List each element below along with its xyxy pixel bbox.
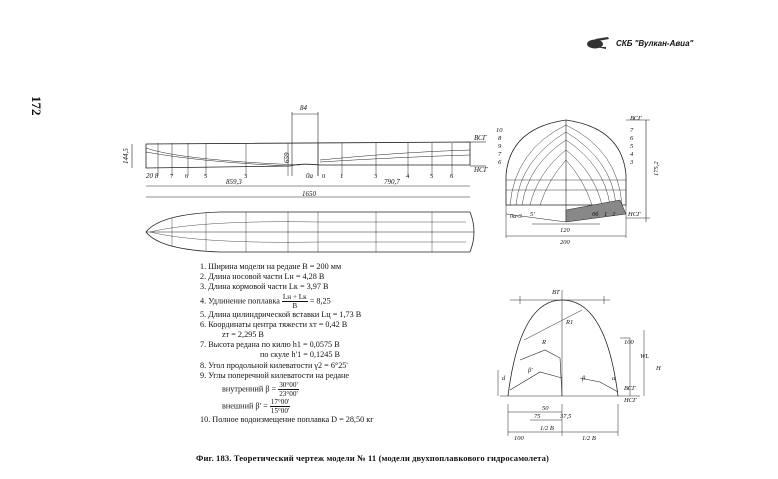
- spec-item-7b: по скуле h'1 = 0,1245 B: [260, 350, 340, 360]
- svg-text:4: 4: [406, 173, 410, 180]
- station-lines: [157, 143, 453, 176]
- side-waterline-4: [319, 154, 471, 163]
- svg-text:2: 2: [612, 211, 616, 218]
- svg-text:7: 7: [630, 127, 634, 134]
- svg-text:R1: R1: [565, 319, 573, 326]
- svg-text:1: 1: [340, 173, 343, 180]
- svg-text:WL: WL: [640, 353, 649, 360]
- svg-text:10: 10: [496, 127, 503, 134]
- aircraft-logo-icon: [587, 37, 609, 49]
- header-brand: СКБ "Вулкан-Авиа": [586, 36, 693, 50]
- dim-1752-label: 175,2: [653, 161, 660, 176]
- station-first-label: 20 8: [146, 172, 159, 180]
- x-zero-label: 0а: [306, 172, 314, 180]
- spec-item-9: 9. Углы поперечной килеватости на редане: [200, 370, 350, 380]
- svg-text:3: 3: [244, 173, 247, 180]
- svg-text:75: 75: [534, 413, 541, 420]
- spec-item-9b: внешний β' = 17°00'15°00': [222, 398, 291, 416]
- svg-text:7: 7: [170, 173, 174, 180]
- dim-84-label: 84: [300, 104, 308, 112]
- svg-text:0б: 0б: [592, 211, 599, 218]
- svg-text:5: 5: [430, 173, 433, 180]
- vsg-label: ВСГ: [474, 134, 488, 142]
- svg-text:1/2 B: 1/2 B: [582, 435, 596, 442]
- plan-station-lines: [171, 212, 433, 252]
- dim-200-label: 200: [560, 239, 571, 246]
- spec-item-7: 7. Высота редана по килю h1 = 0,0575 B: [200, 340, 340, 350]
- svg-text:37,5: 37,5: [559, 413, 572, 420]
- station-numbers: 7 6 5 3 0 1 3 4 5 6: [170, 173, 454, 180]
- body-plan-frames: [506, 124, 626, 206]
- svg-text:d: d: [502, 375, 506, 382]
- dim-659-label: 659: [283, 152, 291, 163]
- spec-item-9a: внутренний β = 30°00'23°00': [222, 381, 299, 399]
- svg-text:5: 5: [630, 143, 634, 150]
- svg-text:5: 5: [204, 173, 207, 180]
- svg-text:6: 6: [185, 173, 189, 180]
- svg-text:R: R: [541, 339, 546, 346]
- svg-text:6: 6: [498, 159, 502, 166]
- svg-text:7: 7: [498, 151, 502, 158]
- svg-text:100: 100: [624, 339, 635, 346]
- svg-text:9: 9: [498, 143, 502, 150]
- brand-text: СКБ "Вулкан-Авиа": [616, 38, 694, 48]
- svg-text:β': β': [527, 367, 533, 374]
- svg-text:6: 6: [630, 135, 634, 142]
- svg-text:1: 1: [604, 211, 607, 218]
- spec-item-2: 2. Длина носовой части Lн = 4,28 B: [200, 272, 325, 282]
- bp-nsg-label: НСГ: [627, 211, 641, 218]
- nsg-label: НСГ: [473, 166, 489, 174]
- svg-text:3: 3: [374, 173, 377, 180]
- bp-vsg-label: ВСГ: [630, 115, 642, 122]
- side-waterline-1: [145, 147, 301, 166]
- dim-8593-label: 859,3: [226, 178, 242, 186]
- svg-text:1/2 B: 1/2 B: [540, 425, 554, 432]
- dim-120-label: 120: [560, 227, 571, 234]
- svg-text:0: 0: [322, 173, 325, 180]
- spec-list: 1. Ширина модели на редане B = 200 мм 2.…: [200, 262, 440, 425]
- dim-7907-label: 790,7: [384, 178, 400, 186]
- spec-item-3: 3. Длина кормовой части Lк = 3,97 B: [200, 282, 329, 292]
- svg-text:BT: BT: [552, 289, 560, 296]
- side-waterline-2: [145, 151, 291, 167]
- dim-145-label: 144,5: [122, 148, 130, 164]
- svg-text:H: H: [655, 365, 661, 372]
- svg-text:ВСГ: ВСГ: [624, 385, 636, 392]
- side-profile-outline: [145, 141, 471, 169]
- spec-item-5: 5. Длина цилиндрической вставки Lц = 1,7…: [200, 309, 362, 319]
- side-waterline-3: [319, 149, 471, 161]
- svg-text:НСГ: НСГ: [623, 397, 637, 404]
- svg-text:3: 3: [629, 159, 634, 166]
- svg-text:8: 8: [498, 135, 502, 142]
- svg-text:4: 4: [630, 151, 634, 158]
- figure-caption: Фиг. 183. Теоретический чертеж модели № …: [196, 453, 549, 463]
- svg-text:5': 5': [530, 211, 535, 218]
- spec-item-6b: zт = 2,295 B: [222, 330, 264, 340]
- svg-text:β: β: [581, 375, 586, 382]
- svg-text:0а-3: 0а-3: [510, 213, 523, 220]
- spec-item-1: 1. Ширина модели на редане B = 200 мм: [200, 262, 342, 271]
- spec-item-6: 6. Координаты центра тяжести xт = 0,42 B: [200, 319, 348, 329]
- svg-text:a: a: [612, 375, 615, 382]
- spec-item-10: 10. Полное водоизмещение поплавка D = 28…: [200, 415, 374, 425]
- svg-text:6: 6: [450, 173, 454, 180]
- svg-text:100: 100: [514, 435, 525, 442]
- dim-1650-label: 1650: [302, 190, 317, 198]
- svg-text:50: 50: [542, 405, 549, 412]
- spec-item-8: 8. Угол продольной килеватости γ2 = 6°25…: [200, 360, 348, 370]
